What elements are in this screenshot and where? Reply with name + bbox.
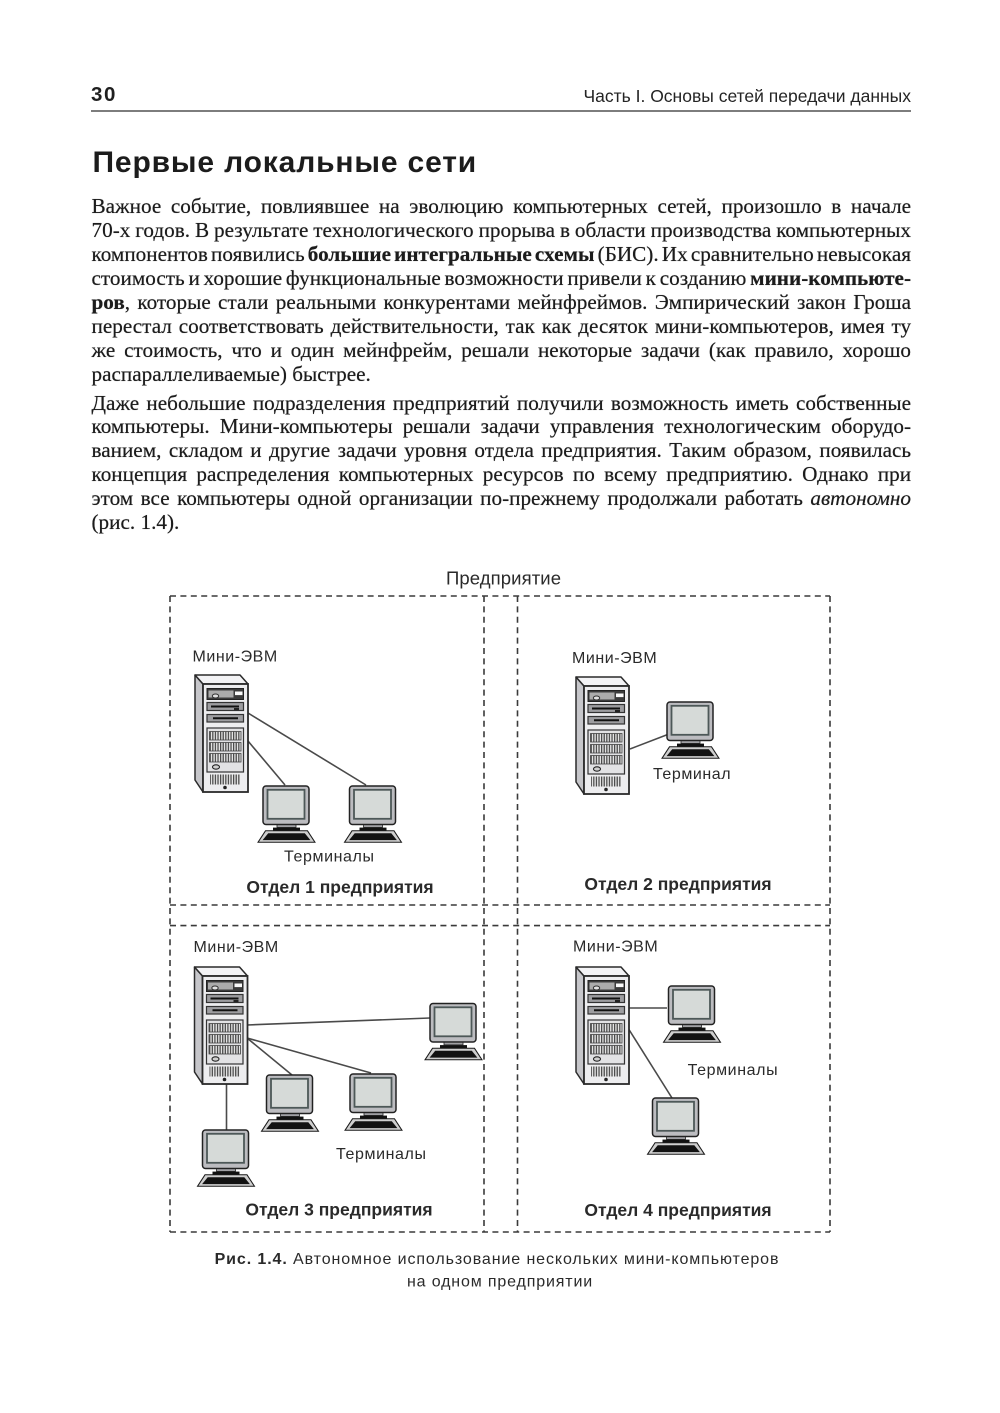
svg-text:Мини-ЭВМ: Мини-ЭВМ xyxy=(194,939,279,956)
svg-text:Терминалы: Терминалы xyxy=(336,1146,427,1163)
svg-text:Предприятие: Предприятие xyxy=(446,568,561,589)
svg-text:Отдел 3 предприятия: Отдел 3 предприятия xyxy=(245,1199,432,1219)
svg-text:Терминалы: Терминалы xyxy=(284,849,375,866)
svg-text:Рис. 1.4. Автономное использов: Рис. 1.4. Автономное использование неско… xyxy=(215,1251,780,1268)
svg-text:Терминал: Терминал xyxy=(653,766,731,783)
svg-text:Терминалы: Терминалы xyxy=(688,1062,779,1079)
svg-text:Отдел 4 предприятия: Отдел 4 предприятия xyxy=(584,1200,771,1220)
svg-text:Мини-ЭВМ: Мини-ЭВМ xyxy=(573,939,658,956)
svg-text:Мини-ЭВМ: Мини-ЭВМ xyxy=(193,649,278,666)
svg-text:Отдел 1 предприятия: Отдел 1 предприятия xyxy=(246,877,433,897)
svg-text:Отдел 2 предприятия: Отдел 2 предприятия xyxy=(584,874,771,894)
svg-text:на одном предприятии: на одном предприятии xyxy=(407,1274,593,1291)
svg-text:Мини-ЭВМ: Мини-ЭВМ xyxy=(572,650,657,667)
